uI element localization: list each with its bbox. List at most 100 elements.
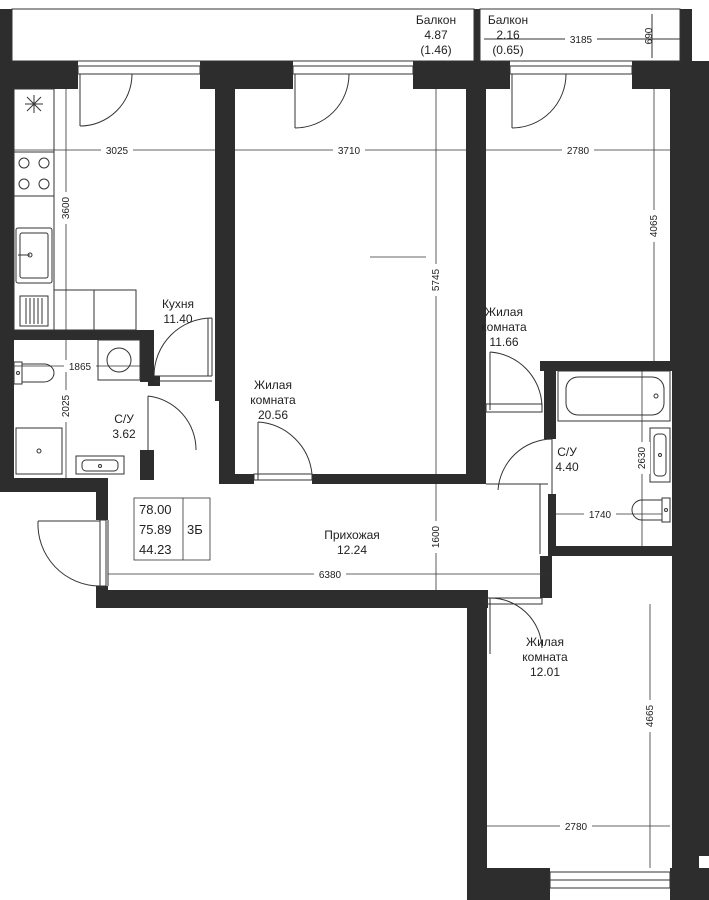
wall-bath-right-bottom [548, 546, 672, 556]
dim-balcony-depth: 690 [644, 27, 655, 44]
window-living-right [509, 65, 633, 75]
balcony-left-area-reduced: (1.46) [420, 43, 451, 57]
living-right-bottom-name-1: Жилая [526, 635, 564, 649]
ventilation-icon [25, 95, 43, 113]
dimension-labels: 3185 690 3025 3600 3710 5745 2780 4065 1… [58, 27, 662, 833]
kitchen-sink-icon [15, 227, 53, 284]
summary-type: 3Б [187, 522, 203, 537]
kitchen-counter-bottom [53, 289, 137, 331]
wall-balcony-left-edge [0, 9, 12, 61]
dim-kitchen-depth: 3600 [61, 196, 72, 219]
wall-living-right-lower [466, 411, 486, 484]
living-right-top-name-2: комната [481, 320, 527, 334]
wall-bottom-left [467, 868, 550, 900]
bath-right-area: 4.40 [555, 460, 579, 474]
door-bath-left-swing [147, 395, 197, 451]
door-living-center-swing [257, 421, 313, 475]
dim-hallway-width: 6380 [319, 570, 342, 581]
dim-living-right-top-width: 2780 [567, 146, 590, 157]
wall-living-bottom-2 [312, 474, 486, 484]
bathtub-icon [557, 370, 671, 422]
living-right-bottom-name-2: комната [522, 650, 568, 664]
wall-kitchen-bath [14, 330, 150, 340]
wall-top-2 [200, 61, 293, 89]
wall-bedroom-top-pier [540, 556, 552, 598]
hallway-area: 12.24 [337, 543, 367, 557]
wall-bedroom-left [467, 590, 487, 900]
window-living-center [292, 65, 414, 75]
wall-right-lower [672, 361, 709, 856]
dim-living-right-bottom-width: 2780 [565, 822, 588, 833]
summary-living-area: 44.23 [139, 542, 172, 557]
kitchen-area: 11.40 [163, 312, 192, 326]
washing-machine-icon [97, 339, 141, 381]
wall-bath-kitchen-pier [140, 330, 154, 382]
balcony-right-outline [479, 8, 681, 62]
dim-bath-right-depth: 2630 [637, 446, 648, 469]
door-living-right-swing [489, 351, 543, 407]
shower-tray-icon [15, 427, 63, 475]
living-right-top-name-1: Жилая [485, 305, 523, 319]
balcony-left-outline [11, 8, 475, 62]
dim-living-center-depth: 5745 [431, 268, 442, 291]
door-entrance-swing [37, 520, 101, 587]
toilet-right-icon [631, 497, 671, 523]
wall-hallway-bottom [96, 590, 488, 608]
wall-kitchen-living [215, 89, 235, 401]
balcony-left-area: 4.87 [424, 28, 448, 42]
summary-total-area: 78.00 [139, 502, 172, 517]
summary-area-with-balcony: 75.89 [139, 522, 172, 537]
wall-balcony-divider [474, 9, 480, 61]
dim-living-right-bottom-depth: 4665 [645, 704, 656, 727]
door-right-balcony-swing [511, 73, 567, 129]
summary-table: 78.00 75.89 44.23 3Б [133, 497, 211, 561]
kitchen-name: Кухня [162, 297, 194, 311]
living-center-name-1: Жилая [254, 378, 292, 392]
wall-balcony-right-edge [680, 9, 692, 61]
door-living-balcony-swing [294, 73, 350, 129]
doors [37, 73, 567, 654]
door-kitchen-swing [153, 317, 213, 377]
balcony-right-name: Балкон [488, 13, 528, 27]
bath-left-area: 3.62 [112, 427, 136, 441]
balcony-right-area: 2.16 [496, 28, 520, 42]
wall-right-upper [670, 61, 709, 361]
wall-top-3 [413, 61, 510, 89]
bath-right-name: С/У [557, 445, 577, 459]
wall-living-bottom-1 [219, 474, 254, 484]
wall-bottom-right [670, 868, 709, 900]
dim-bath-left-depth: 2025 [61, 394, 72, 417]
kitchen-counter [13, 88, 55, 331]
window-kitchen [77, 65, 201, 75]
door-bedroom-bottom-swing [489, 597, 543, 649]
wall-left-step [0, 478, 100, 492]
living-right-top-area: 11.66 [489, 335, 518, 349]
balcony-left-name: Балкон [416, 13, 456, 27]
drying-rack-icon [19, 295, 49, 327]
wash-basin-right-icon [649, 427, 671, 483]
bath-left-name: С/У [114, 412, 134, 426]
summary-box [133, 497, 211, 561]
wall-left [0, 61, 14, 491]
wall-bath-right [140, 450, 154, 480]
walls [0, 9, 709, 900]
hallway-name: Прихожая [324, 528, 380, 542]
wall-living-right [466, 89, 486, 411]
door-kitchen-balcony-swing [79, 73, 133, 127]
dim-living-right-top-depth: 4065 [649, 214, 660, 237]
living-center-area: 20.56 [258, 408, 288, 422]
living-right-bottom-area: 12.01 [530, 665, 560, 679]
dim-bath-right-width: 1740 [589, 510, 612, 521]
room-labels: Балкон 4.87 (1.46) Балкон 2.16 (0.65) Ку… [112, 13, 579, 679]
wall-living-left-lower [219, 401, 235, 481]
dim-hallway-depth: 1600 [431, 525, 442, 548]
glazing [11, 8, 681, 889]
stove-icon [13, 151, 55, 197]
dim-kitchen-width: 3025 [106, 146, 129, 157]
wash-basin-icon [75, 455, 125, 475]
wall-bath-right-left [544, 361, 556, 439]
toilet-icon [13, 361, 55, 385]
door-bath-right-swing [497, 438, 553, 491]
living-center-name-2: комната [250, 393, 296, 407]
